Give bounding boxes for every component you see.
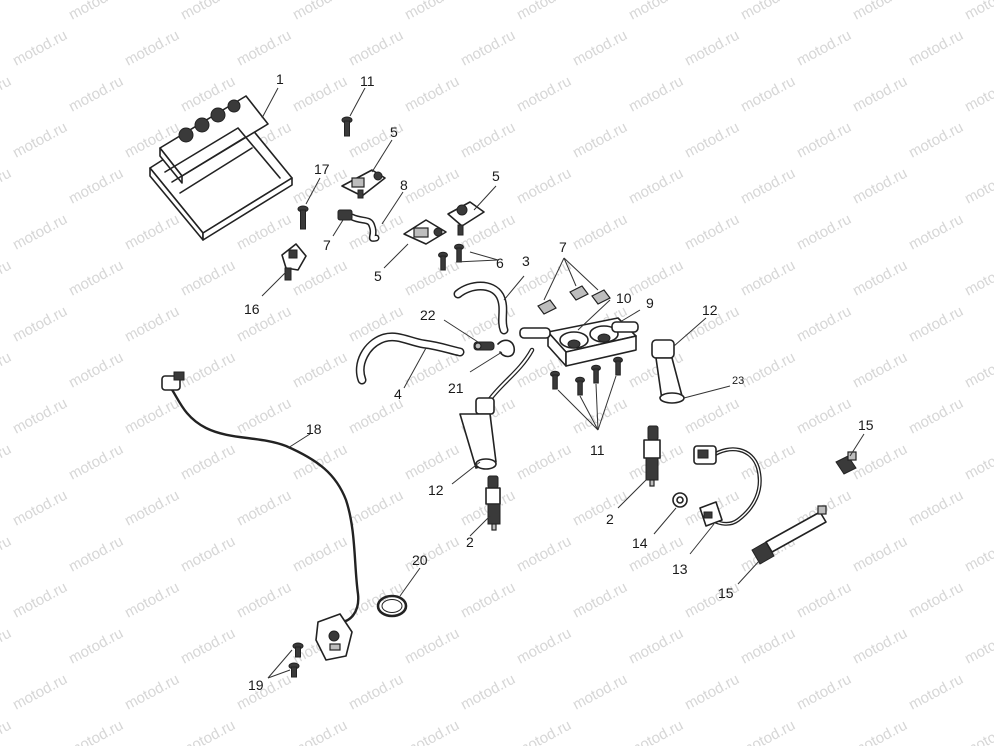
callout-5-c: 5 [374,268,382,284]
screws-6 [438,243,464,271]
hose-3 [453,281,509,335]
callout-18: 18 [306,421,322,437]
callout-21: 21 [448,380,464,396]
ecu-control-unit [149,95,293,241]
callout-11-top: 11 [360,73,375,89]
map-sensor-5a [341,169,386,199]
spark-plug-cap-12-bottom [459,397,497,470]
callout-8: 8 [400,177,408,193]
callout-9: 9 [646,295,654,311]
hose-4 [355,332,465,385]
sensor-15-long [751,505,827,565]
clamp-21 [497,339,516,358]
callout-15-top: 15 [858,417,874,433]
callout-3: 3 [522,253,530,269]
callout-4: 4 [394,386,402,402]
callout-22: 22 [420,307,436,323]
bolts-19 [288,642,304,678]
callout-20: 20 [412,552,428,568]
lambda-sensor-13 [693,445,762,527]
callout-14: 14 [632,535,648,551]
callout-5-b: 5 [492,168,500,184]
screw-11-top [341,116,353,137]
callout-12-bottom: 12 [428,482,444,498]
clip-22 [473,341,495,351]
crank-sensor-19 [315,613,353,661]
callout-16: 16 [244,301,260,317]
spark-plug-2-right [643,425,661,487]
map-sensor-5c [403,219,447,245]
callout-6: 6 [496,255,504,271]
callout-13: 13 [672,561,688,577]
callout-10: 10 [616,290,632,306]
o-ring-20 [376,594,408,618]
spark-plug-2-left [485,475,501,531]
callout-2-right: 2 [606,511,614,527]
map-sensor-5b [447,201,485,236]
temperature-sensor-16 [281,243,307,281]
bolt-17 [297,205,309,230]
callout-23: 23 [732,375,744,387]
ht-lead [485,347,535,405]
vacuum-hose-8 [337,209,380,242]
callout-2-left: 2 [466,534,474,550]
sensor-15-top [835,451,857,475]
callout-19: 19 [248,677,264,693]
callout-12-top: 12 [702,302,718,318]
callout-15-bottom: 15 [718,585,734,601]
callout-17: 17 [314,161,330,177]
clamps-7 [537,285,611,315]
callout-7-right: 7 [559,239,567,255]
callout-1: 1 [276,71,284,87]
ignition-coil-pack-9-10 [519,317,639,367]
washer-14 [672,492,688,508]
sensor-cable-18 [161,371,360,624]
callout-7-left: 7 [323,237,331,253]
callout-11-bottom: 11 [590,442,605,458]
screws-11-bottom [550,356,623,396]
callout-5-a: 5 [390,124,398,140]
